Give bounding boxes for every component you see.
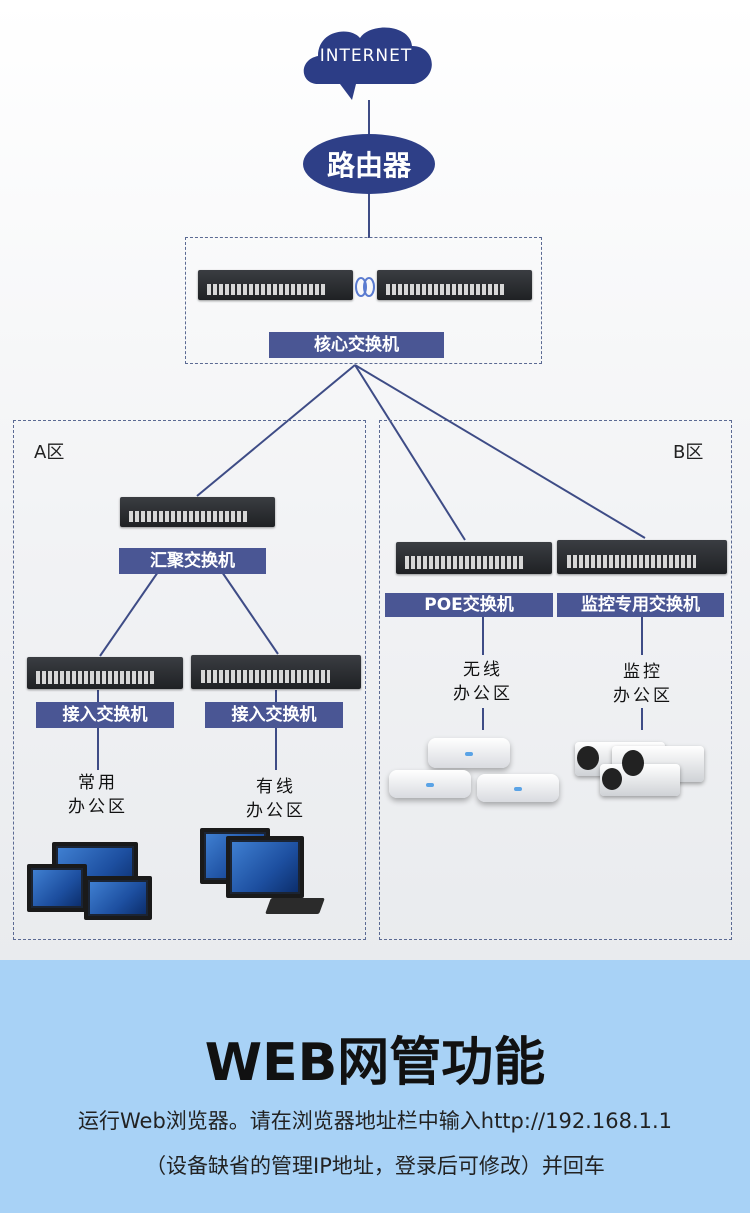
- office-wired-line1: 有线: [256, 777, 296, 797]
- office-wired-label: 有线 办公区: [236, 775, 316, 823]
- aggregation-switch-label: 汇聚交换机: [119, 548, 266, 574]
- camera-lens-icon: [622, 750, 644, 776]
- wireless-ap-icon: [428, 738, 510, 768]
- core-switch-box: [185, 237, 542, 364]
- stack-link-icon: [355, 277, 375, 297]
- access-switch-1-label: 接入交换机: [36, 702, 174, 728]
- camera-lens-icon: [577, 746, 599, 770]
- monitor-icon: [84, 876, 152, 920]
- web-management-line2: （设备缺省的管理IP地址，登录后可修改）并回车: [145, 1154, 605, 1178]
- wireless-ap-icon: [477, 774, 559, 802]
- office-wireless-line1: 无线: [463, 660, 503, 680]
- web-management-section: [0, 960, 750, 1213]
- web-management-line1: 运行Web浏览器。请在浏览器地址栏中输入http://192.168.1.1: [77, 1109, 673, 1133]
- monitoring-area-line2: 办公区: [613, 686, 673, 706]
- access-switch-2-label: 接入交换机: [205, 702, 343, 728]
- internet-label: INTERNET: [319, 46, 413, 66]
- zone-a-label: A区: [34, 442, 65, 463]
- office-wired-line2: 办公区: [246, 801, 306, 821]
- poe-switch-icon: [396, 542, 552, 574]
- desktop-monitor-icon: [226, 836, 304, 898]
- office-regular-label: 常用 办公区: [58, 771, 138, 819]
- core-switch-right-icon: [377, 270, 532, 300]
- office-regular-line1: 常用: [78, 773, 118, 793]
- web-management-title: WEB网管功能: [204, 1033, 546, 1093]
- core-switch-left-icon: [198, 270, 353, 300]
- monitoring-area-label: 监控 办公区: [603, 660, 683, 708]
- router-ellipse-icon: [303, 134, 435, 194]
- internet-cloud-icon: [303, 27, 432, 100]
- aggregation-switch-icon: [120, 497, 275, 527]
- keyboard-icon: [265, 898, 325, 914]
- access-switch-1-icon: [27, 657, 183, 689]
- monitor-icon: [27, 864, 87, 912]
- core-switch-label: 核心交换机: [269, 332, 444, 358]
- monitoring-switch-icon: [557, 540, 727, 574]
- office-wireless-line2: 办公区: [453, 684, 513, 704]
- camera-lens-icon: [602, 768, 622, 790]
- zone-b-label: B区: [673, 442, 704, 463]
- connection-lines: [97, 27, 646, 770]
- office-regular-line2: 办公区: [68, 797, 128, 817]
- office-wireless-label: 无线 办公区: [443, 658, 523, 706]
- zone-b-box: [379, 420, 732, 940]
- wireless-ap-icon: [389, 770, 471, 798]
- zone-a-box: [13, 420, 366, 940]
- poe-switch-label: POE交换机: [385, 593, 553, 617]
- monitoring-area-line1: 监控: [623, 662, 663, 682]
- access-switch-2-icon: [191, 655, 361, 689]
- monitoring-switch-label: 监控专用交换机: [557, 593, 724, 617]
- router-label: 路由器: [326, 149, 411, 182]
